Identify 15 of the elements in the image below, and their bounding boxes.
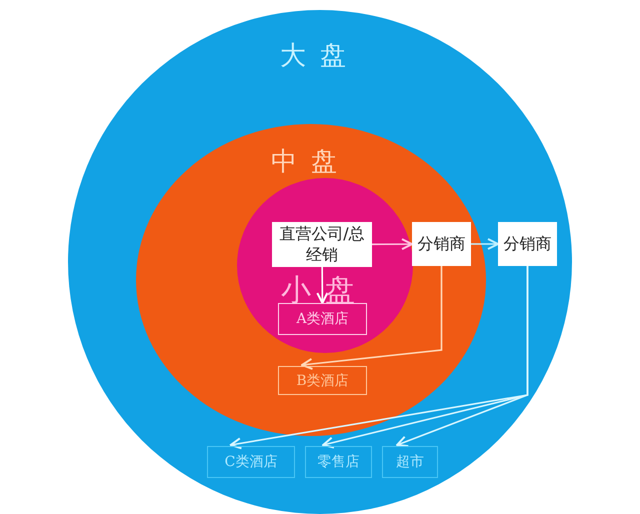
arrow bbox=[396, 266, 528, 448]
arrow bbox=[316, 267, 328, 304]
process-box: 直营公司/总经销 bbox=[272, 222, 372, 267]
process-box: 分销商 bbox=[412, 222, 471, 266]
zone-heading: 大盘 bbox=[279, 40, 361, 73]
arrow bbox=[301, 266, 442, 370]
zone-heading: 中盘 bbox=[270, 146, 352, 179]
outlet-box: 零售店 bbox=[305, 446, 372, 478]
outlet-box: C类酒店 bbox=[207, 446, 295, 478]
process-box: 分销商 bbox=[498, 222, 557, 266]
outlet-box: A类酒店 bbox=[278, 303, 367, 335]
arrow bbox=[372, 238, 413, 250]
outlet-box: 超市 bbox=[382, 446, 438, 478]
outlet-box: B类酒店 bbox=[278, 366, 367, 395]
arrow bbox=[471, 238, 499, 250]
